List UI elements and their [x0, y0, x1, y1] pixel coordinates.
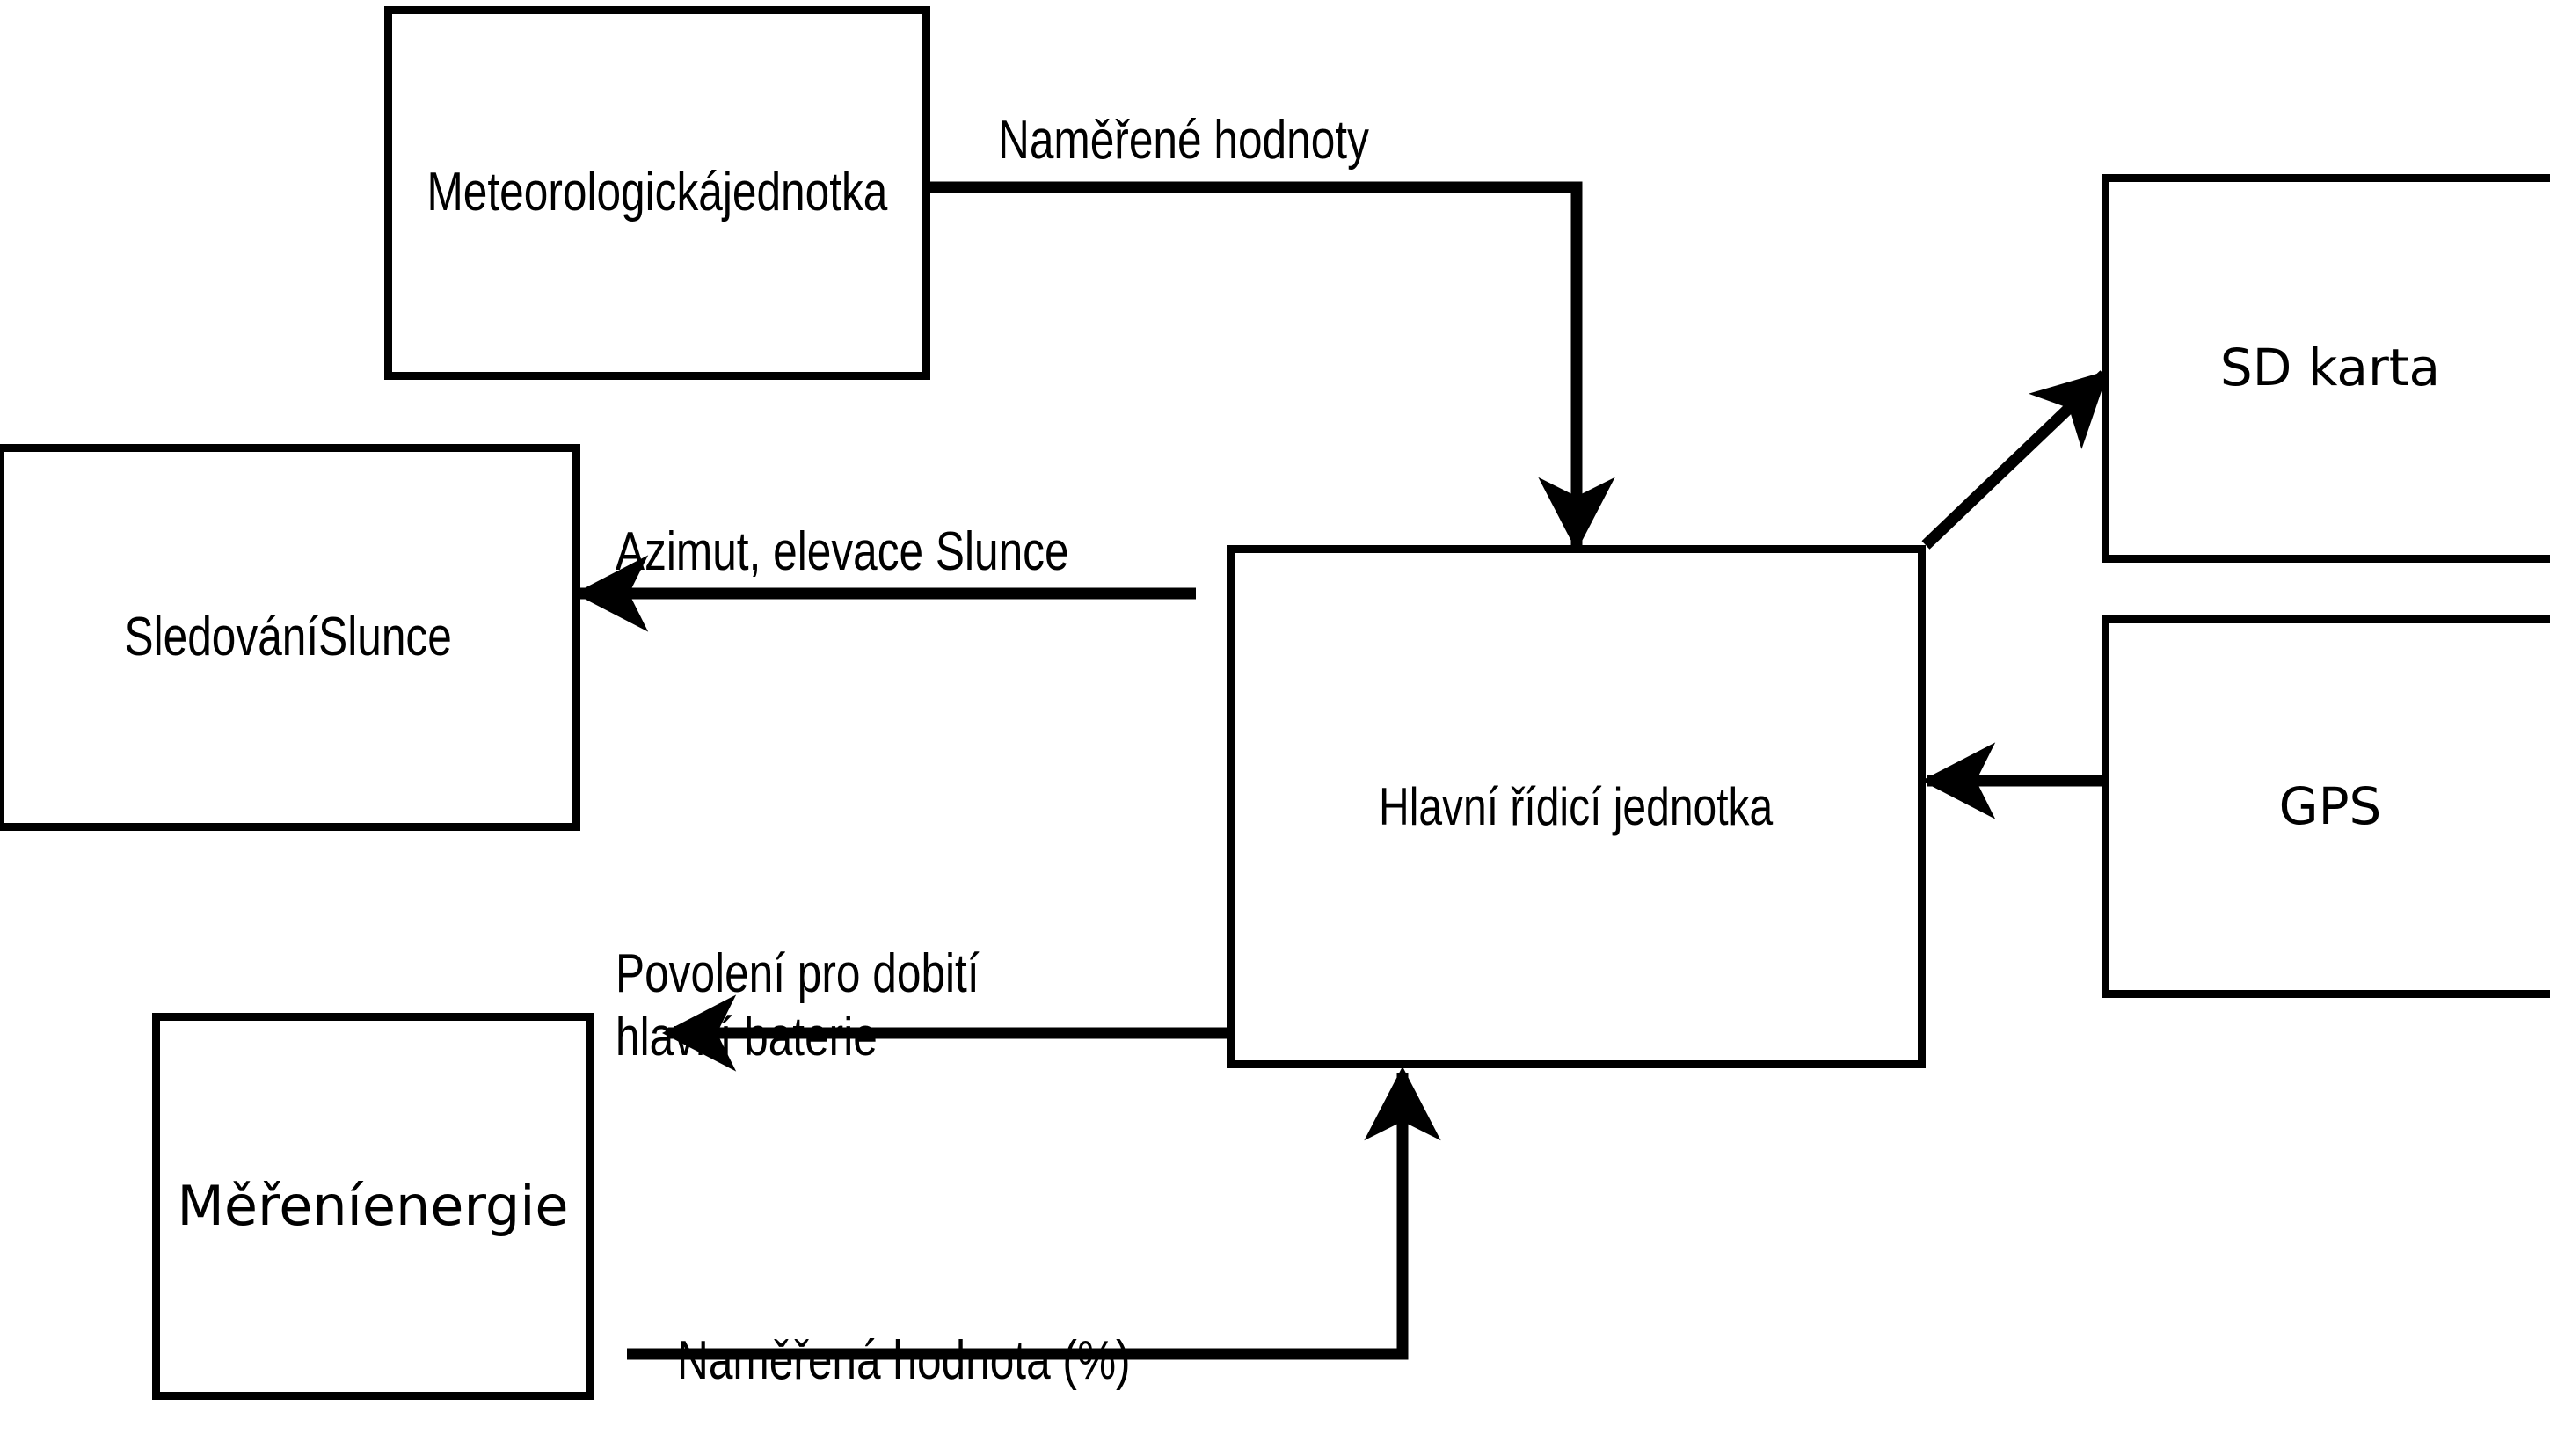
node-label: Hlavní řídicí jednotka — [1379, 776, 1774, 836]
node-gps[interactable]: GPS — [2102, 615, 2550, 998]
node-label: SD karta — [2219, 338, 2441, 398]
edge-label-namerena-hodnota-procenta: Naměřená hodnota (%) — [677, 1329, 1131, 1391]
diagram-canvas: Meteorologickájednotka SledováníSlunce M… — [0, 6, 2550, 1400]
edge-label-azimut-elevace-slunce: Azimut, elevace Slunce — [616, 521, 1069, 582]
edge-label-namerene-hodnoty: Naměřené hodnoty — [998, 109, 1369, 171]
connector-meteo-to-main — [930, 181, 1615, 552]
node-label: SledováníSlunce — [124, 606, 452, 667]
node-meteorologicka-jednotka[interactable]: Meteorologickájednotka — [384, 6, 930, 380]
node-label: Měřeníenergie — [177, 1173, 569, 1238]
connector-layer — [573, 181, 2109, 1360]
node-sd-karta[interactable]: SD karta — [2102, 174, 2550, 563]
connector-main-to-sd — [1921, 370, 2109, 550]
node-label: Meteorologickájednotka — [426, 162, 888, 223]
node-sledovani-slunce[interactable]: SledováníSlunce — [0, 444, 580, 831]
connector-energy-to-main — [627, 1066, 1441, 1360]
node-hlavni-ridici-jednotka[interactable]: Hlavní řídicí jednotka — [1227, 545, 1926, 1068]
node-label: GPS — [2278, 775, 2382, 836]
node-mereni-energie[interactable]: Měřeníenergie — [152, 1013, 594, 1400]
